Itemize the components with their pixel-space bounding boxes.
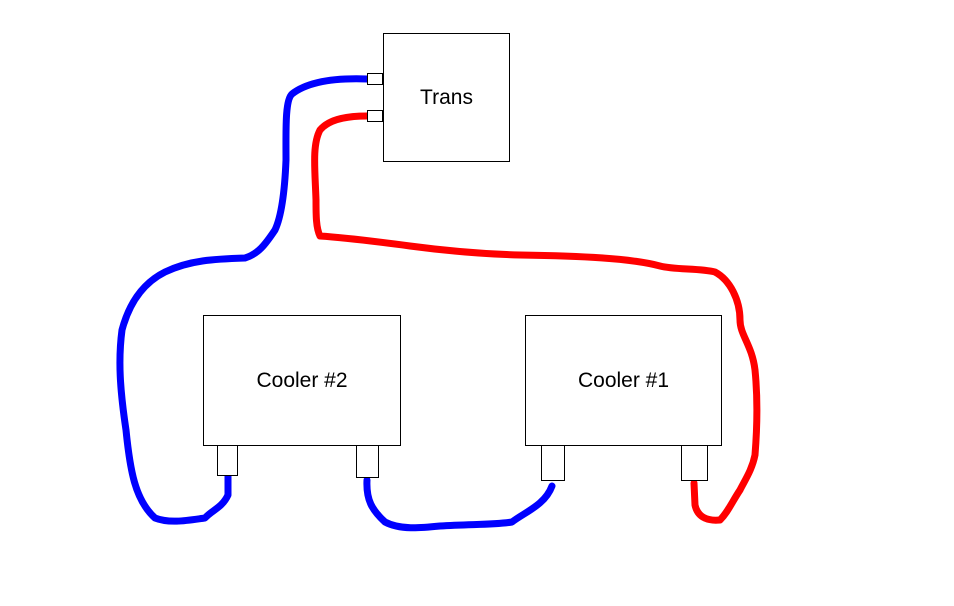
trans-port-top xyxy=(367,73,383,85)
cooler1-box[interactable]: Cooler #1 xyxy=(525,315,722,446)
cooler2-box[interactable]: Cooler #2 xyxy=(203,315,401,446)
cooler1-label: Cooler #1 xyxy=(577,368,670,392)
cooler1-port-right xyxy=(681,445,708,481)
trans-port-bottom xyxy=(367,110,383,122)
cooler2-port-right xyxy=(356,445,379,478)
blue-line-cooler2-to-cooler1 xyxy=(363,476,556,532)
cooler2-label: Cooler #2 xyxy=(256,368,348,392)
blue-line-trans-to-cooler2 xyxy=(116,75,371,525)
red-line-trans-to-cooler1 xyxy=(311,112,761,524)
cooler1-port-left xyxy=(541,445,565,481)
cooler2-port-left xyxy=(217,445,238,476)
trans-label: Trans xyxy=(420,85,473,109)
trans-box[interactable]: Trans xyxy=(383,33,510,162)
